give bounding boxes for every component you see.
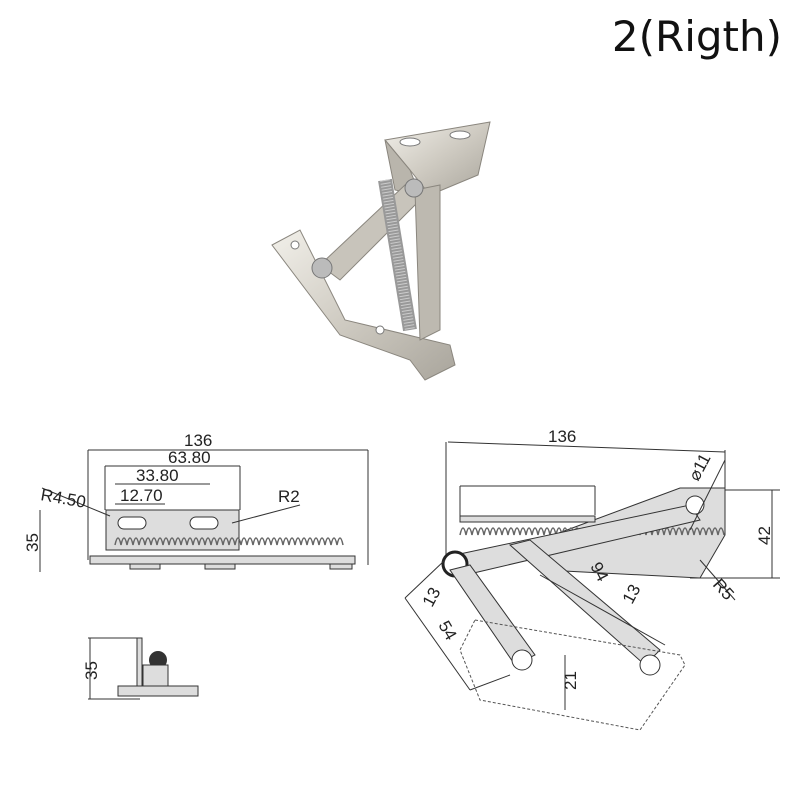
arm-span-dimension: 54 <box>435 618 461 644</box>
slot-pitch-dimension: 33.80 <box>136 466 179 485</box>
overall-length-dimension: 136 <box>184 431 212 450</box>
plate-offset-dimension: 21 <box>561 671 580 690</box>
open-overall-length-dimension: 136 <box>548 427 576 446</box>
arm-width-right-dimension: 13 <box>619 581 645 607</box>
end-height-dimension: 35 <box>82 661 101 680</box>
hinge-photo <box>271 121 491 381</box>
slot-length-dimension: 12.70 <box>120 486 163 505</box>
corner-radius-dimension: R5 <box>709 575 738 604</box>
side-height-dimension: 35 <box>23 533 42 552</box>
open-view-drawing: 136 ⌀11 42 94 R5 13 13 54 21 <box>404 427 780 731</box>
arm-width-left-dimension: 13 <box>419 584 445 610</box>
end-view-drawing: 35 <box>82 637 199 700</box>
side-view-drawing: 136 63.80 33.80 12.70 R4.50 R2 35 <box>23 431 369 572</box>
open-height-dimension: 42 <box>755 526 774 545</box>
product-variant-title: 2(Rigth) <box>611 12 782 61</box>
pivot-diameter-dimension: ⌀11 <box>685 450 715 484</box>
slot-radius-dimension: R4.50 <box>39 485 87 512</box>
small-radius-dimension: R2 <box>278 487 300 506</box>
slot-span-dimension: 63.80 <box>168 448 211 467</box>
